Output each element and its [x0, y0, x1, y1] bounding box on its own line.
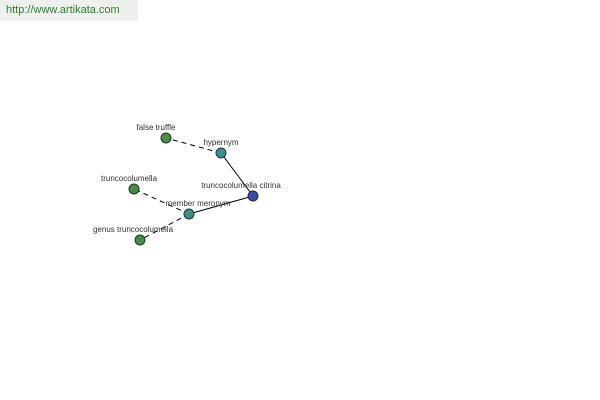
node-truncocolumella[interactable]: [128, 183, 140, 195]
edge-meronym-truncocolumella: [133, 188, 190, 215]
node-member-meronym[interactable]: [183, 208, 195, 220]
node-genus[interactable]: [134, 234, 146, 246]
edge-hypernym-false-truffle: [165, 137, 222, 154]
label-member-meronym: member meronym: [166, 199, 231, 208]
edge-center-hypernym: [220, 152, 254, 197]
label-center: truncocolumella citrina: [201, 181, 281, 190]
node-false-truffle[interactable]: [160, 132, 172, 144]
label-genus: genus truncocolumella: [93, 225, 174, 234]
label-false-truffle: false truffle: [137, 123, 177, 132]
url-bar: http://www.artikata.com: [0, 0, 138, 21]
label-truncocolumella: truncocolumella: [101, 174, 158, 183]
edge-meronym-genus: [139, 213, 190, 241]
site-url-link[interactable]: http://www.artikata.com: [6, 4, 120, 16]
node-center[interactable]: [247, 190, 259, 202]
node-hypernym[interactable]: [215, 147, 227, 159]
label-hypernym: hypernym: [203, 138, 238, 147]
edge-center-meronym: [188, 195, 254, 215]
